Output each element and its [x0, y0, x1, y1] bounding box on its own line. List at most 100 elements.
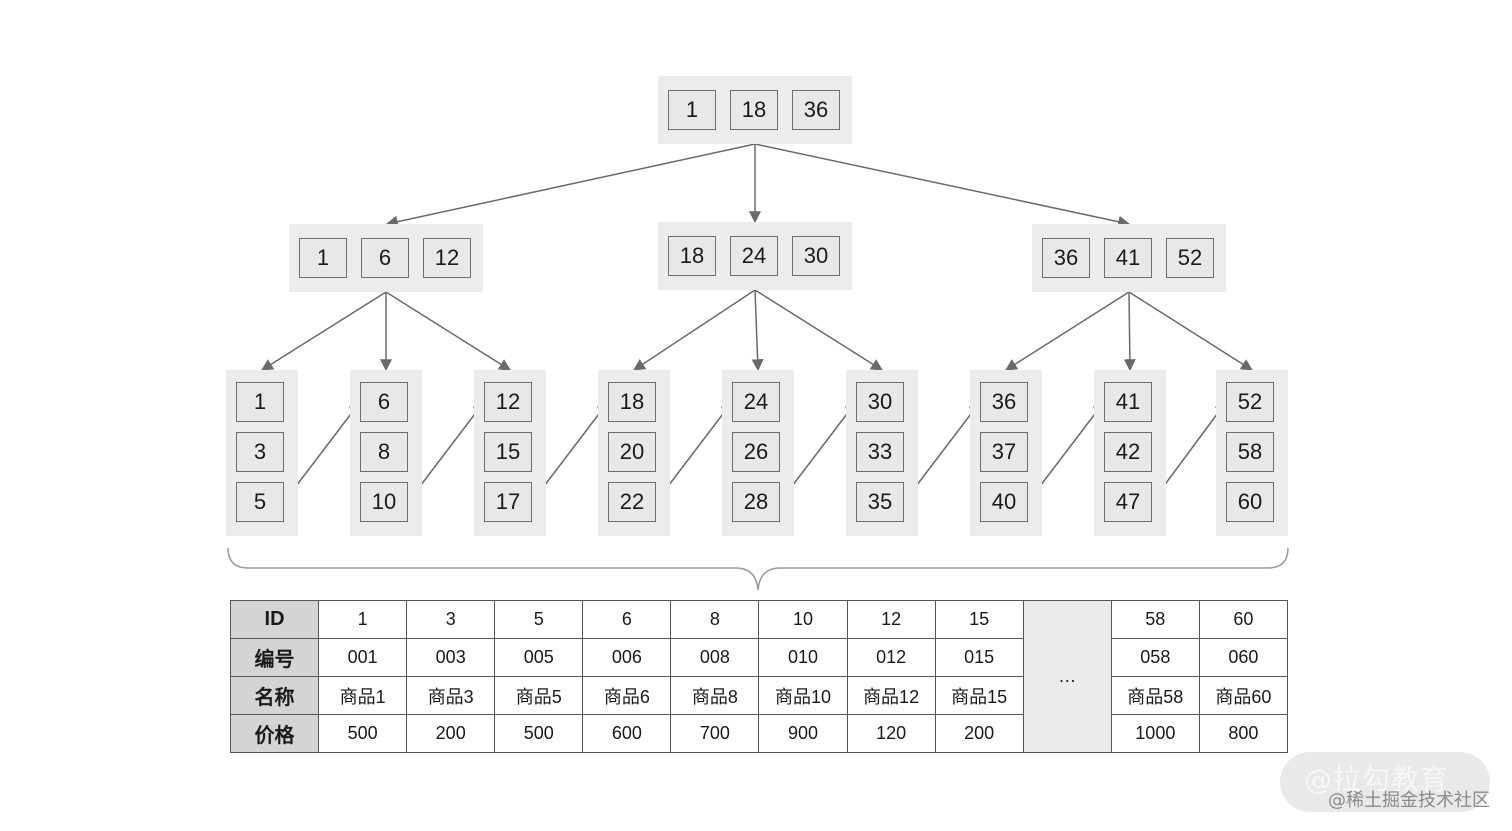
key-cell: 41	[1104, 238, 1152, 278]
table-cell: 001	[318, 638, 408, 677]
key-cell: 40	[980, 482, 1028, 522]
table-cell: 003	[406, 638, 496, 677]
table-cell: 12	[846, 600, 936, 639]
key-cell: 41	[1104, 382, 1152, 422]
internal-to-leaf-arrow	[754, 289, 884, 371]
ellipsis-cell: …	[1022, 600, 1112, 753]
key-cell: 18	[668, 236, 716, 276]
table-cell: 6	[582, 600, 672, 639]
table-row: ID 1 3 5 6 8 10 12 15 … 58 60	[229, 600, 1289, 753]
table-cell: 15	[934, 600, 1024, 639]
table-cell: 商品8	[670, 676, 760, 715]
internal-to-leaf-arrow	[385, 291, 512, 371]
key-cell: 1	[299, 238, 347, 278]
key-cell: 12	[484, 382, 532, 422]
internal-to-leaf-arrow	[1128, 291, 1254, 371]
key-cell: 58	[1226, 432, 1274, 472]
key-cell: 24	[730, 236, 778, 276]
row-header: ID	[229, 600, 320, 639]
internal-to-leaf-arrow	[751, 289, 764, 372]
key-cell: 1	[236, 382, 284, 422]
key-cell: 6	[360, 382, 408, 422]
key-cell: 5	[236, 482, 284, 522]
table-row: 名称 商品1 商品3 商品5 商品6 商品8 商品10 商品12 商品15 商品…	[229, 676, 1289, 715]
key-cell: 28	[732, 482, 780, 522]
key-cell: 30	[856, 382, 904, 422]
table-cell: 012	[846, 638, 936, 677]
key-cell: 6	[361, 238, 409, 278]
table-cell: 3	[406, 600, 496, 639]
table-cell: 600	[582, 714, 672, 753]
key-cell: 35	[856, 482, 904, 522]
root-to-internal-arrow	[385, 143, 756, 228]
table-row: 编号 001 003 005 006 008 010 012 015 058 0…	[229, 638, 1289, 677]
key-cell: 22	[608, 482, 656, 522]
table-cell: 商品5	[494, 676, 584, 715]
table-cell: 900	[758, 714, 848, 753]
leaf-node: 1 3 5	[226, 370, 298, 536]
table-cell: 006	[582, 638, 672, 677]
key-cell: 42	[1104, 432, 1152, 472]
table-cell: 120	[846, 714, 936, 753]
leaf-range-brace	[227, 547, 1289, 591]
key-cell: 36	[980, 382, 1028, 422]
table-cell: 500	[318, 714, 408, 753]
key-cell: 60	[1226, 482, 1274, 522]
key-cell: 8	[360, 432, 408, 472]
table-cell: 商品1	[318, 676, 408, 715]
table-cell: 015	[934, 638, 1024, 677]
table-cell: 5	[494, 600, 584, 639]
table-cell: 60	[1198, 600, 1289, 639]
watermark-text: @拉勾教育	[1304, 763, 1450, 796]
key-cell: 1	[668, 90, 716, 130]
key-cell: 52	[1226, 382, 1274, 422]
table-cell: 商品12	[846, 676, 936, 715]
key-cell: 15	[484, 432, 532, 472]
key-cell: 30	[792, 236, 840, 276]
table-cell: 008	[670, 638, 760, 677]
internal-to-leaf-arrow	[1123, 291, 1136, 372]
table-cell: 500	[494, 714, 584, 753]
table-cell: 700	[670, 714, 760, 753]
key-cell: 52	[1166, 238, 1214, 278]
key-cell: 37	[980, 432, 1028, 472]
key-cell: 26	[732, 432, 780, 472]
table-cell: 1000	[1110, 714, 1200, 753]
table-cell: 商品10	[758, 676, 848, 715]
table-cell: 200	[934, 714, 1024, 753]
internal-to-leaf-arrow	[260, 291, 387, 371]
row-header: 价格	[229, 714, 320, 753]
key-cell: 47	[1104, 482, 1152, 522]
leaf-node: 41 42 47	[1094, 370, 1166, 536]
table-cell: 8	[670, 600, 760, 639]
table-cell: 010	[758, 638, 848, 677]
table-cell: 58	[1110, 600, 1200, 639]
internal-to-leaf-arrow	[632, 289, 756, 371]
table-cell: 060	[1198, 638, 1289, 677]
key-cell: 18	[608, 382, 656, 422]
table-cell: 800	[1198, 714, 1289, 753]
table-cell: 商品60	[1198, 676, 1289, 715]
key-cell: 3	[236, 432, 284, 472]
table-cell: 商品6	[582, 676, 672, 715]
internal-to-leaf-arrow	[1004, 291, 1130, 371]
table-cell: 商品15	[934, 676, 1024, 715]
leaf-node: 52 58 60	[1216, 370, 1288, 536]
key-cell: 17	[484, 482, 532, 522]
table-cell: 10	[758, 600, 848, 639]
row-header: 编号	[229, 638, 320, 677]
key-cell: 12	[423, 238, 471, 278]
data-rows-table: ID 1 3 5 6 8 10 12 15 … 58 60 编号 001 003…	[229, 600, 1289, 753]
table-cell: 1	[318, 600, 408, 639]
root-to-internal-arrow	[754, 143, 1131, 228]
key-cell: 18	[730, 90, 778, 130]
table-cell: 005	[494, 638, 584, 677]
